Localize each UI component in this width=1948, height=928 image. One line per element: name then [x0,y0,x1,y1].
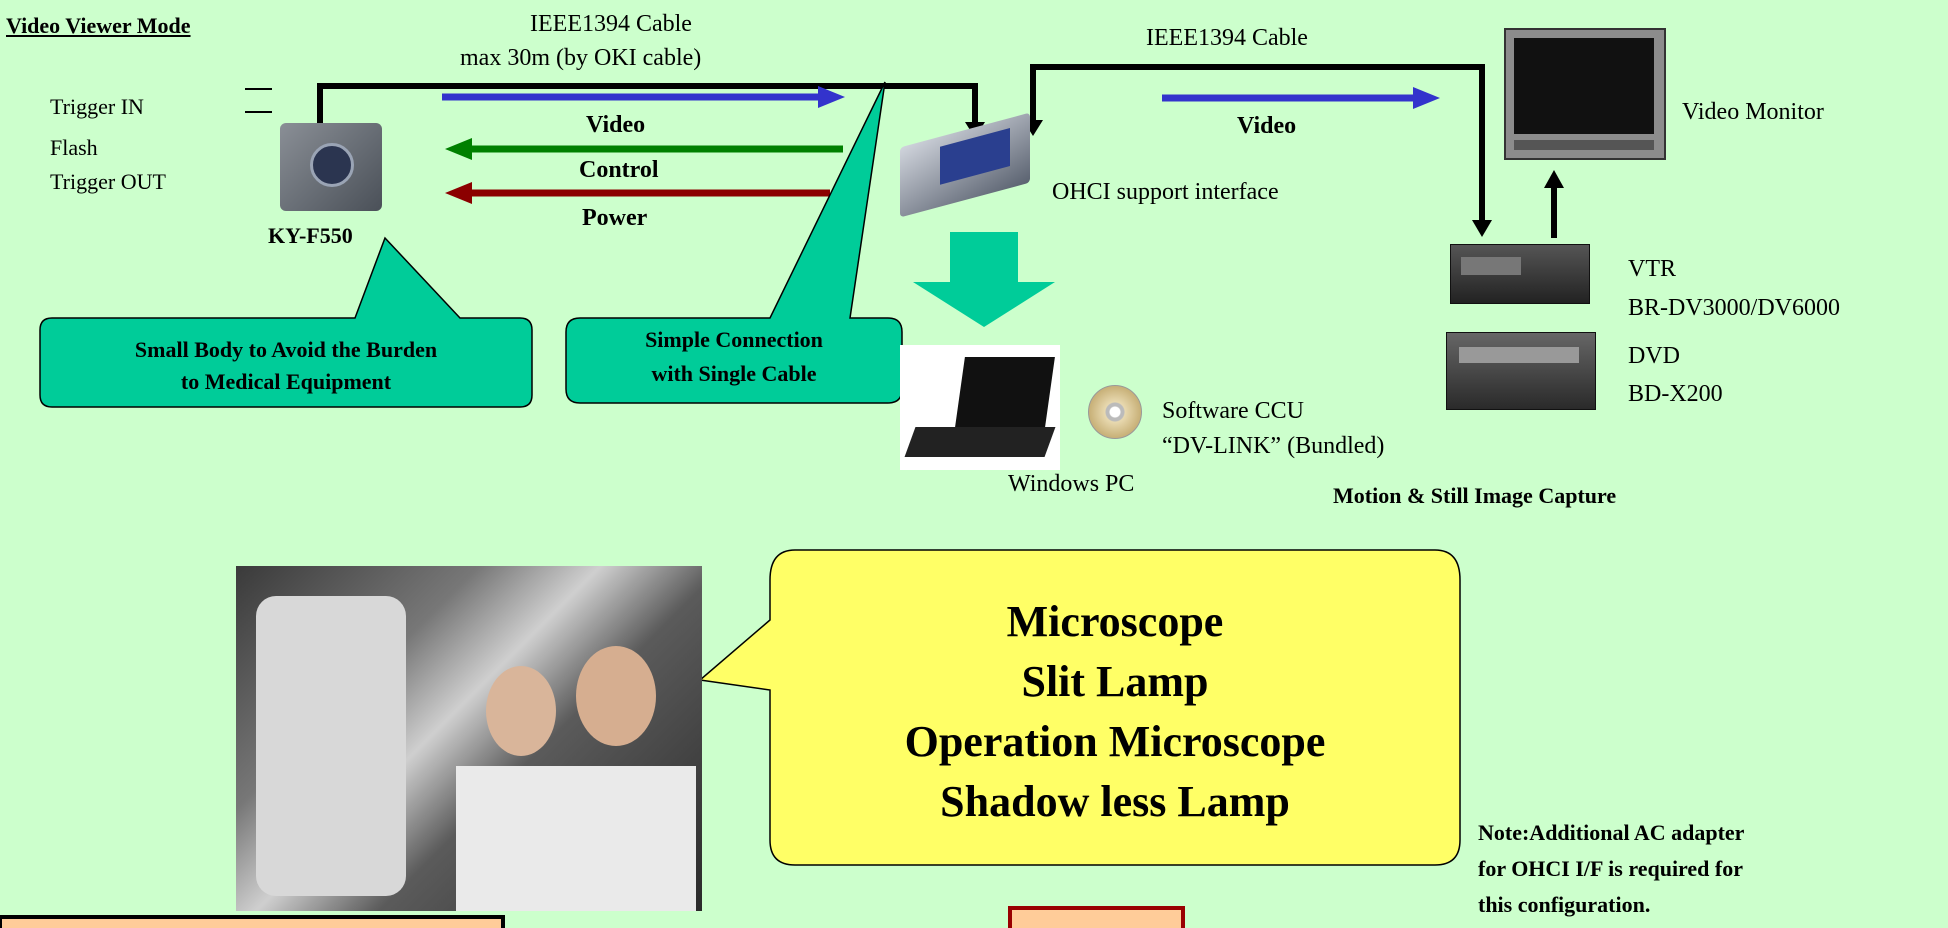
video-arrowhead [818,86,845,108]
dvd-tray-icon [1459,347,1579,363]
windows-pc-label: Windows PC [1008,471,1135,497]
camera-model-label: KY-F550 [268,223,353,248]
vtr-to-monitor-arrowhead [1544,170,1564,188]
dvd-label-line2: BD-X200 [1628,381,1723,407]
vtr-label-line1: VTR [1628,256,1676,282]
callout-simple-text: Simple Connection with Single Cable [566,323,902,391]
doctor-coat-icon [456,766,696,911]
applications-text: Microscope Slit Lamp Operation Microscop… [790,592,1440,832]
callout-simple-line2: with Single Cable [651,361,817,386]
down-to-pc-arrow [913,232,1055,327]
callout-small-body-line1: Small Body to Avoid the Burden [134,337,438,362]
ohci-interface-label: OHCI support interface [1052,179,1279,205]
vtr-label-line2: BR-DV3000/DV6000 [1628,295,1841,321]
camera-lens-icon [310,143,354,187]
ohci-card-label-icon [940,127,1010,185]
vtr-image [1450,244,1590,304]
vtr-panel-icon [1461,257,1521,275]
note-line3: this configuration. [1478,892,1651,917]
software-ccu-line1: Software CCU [1162,398,1304,424]
capture-label: Motion & Still Image Capture [1333,483,1617,508]
bottom-left-box [0,915,505,928]
signal-video-label: Video [586,112,646,138]
cable2-arrowhead-down [1472,220,1492,237]
video2-arrowhead [1413,87,1440,109]
signal-power-label: Power [582,205,648,231]
callout-applications-shape [698,549,1461,866]
monitor-controls-icon [1514,140,1654,150]
control-arrowhead [445,138,472,160]
camera-image [280,123,382,211]
trigger-out-label: Trigger OUT [50,169,166,194]
note-line1: Note:Additional AC adapter [1478,820,1745,845]
dvd-image [1446,332,1596,410]
callout-simple-line1: Simple Connection [645,327,823,352]
video-monitor-image [1504,28,1666,160]
dvd-label-line1: DVD [1628,343,1680,369]
callout-small-body-text: Small Body to Avoid the Burden to Medica… [40,334,532,398]
trigger-in-label: Trigger IN [50,94,144,119]
note-text: Note:Additional AC adapter for OHCI I/F … [1478,815,1744,923]
callout-small-body-line2: to Medical Equipment [180,369,392,394]
cd-icon [1088,385,1142,439]
microscope-body-icon [256,596,406,896]
application-microscope: Microscope [1006,597,1224,646]
power-arrowhead [445,182,472,204]
software-ccu-line2: “DV-LINK” (Bundled) [1162,433,1385,459]
laptop-image [900,345,1060,470]
cable2-video-label: Video [1237,113,1297,139]
callout-simple-shape [565,81,903,404]
flash-label: Flash [50,135,98,160]
signal-control-label: Control [579,157,659,183]
note-line2: for OHCI I/F is required for [1478,856,1744,881]
callout-small-body-shape [39,236,533,408]
doctor-head-icon-2 [576,646,656,746]
cable1-line [317,83,978,130]
video-monitor-label: Video Monitor [1682,99,1824,125]
bottom-center-box [1008,906,1185,928]
laptop-screen-icon [955,357,1055,427]
microscope-photo [236,566,702,911]
laptop-base-icon [904,427,1056,457]
cable1-label-line1: IEEE1394 Cable [530,11,692,37]
application-operation-microscope: Operation Microscope [904,717,1326,766]
cable2-label: IEEE1394 Cable [1146,25,1308,51]
cable2-line [1030,64,1485,222]
doctor-head-icon-1 [486,666,556,756]
monitor-screen-icon [1514,38,1654,134]
cable1-label-line2: max 30m (by OKI cable) [460,45,702,71]
page-title: Video Viewer Mode [6,13,191,38]
application-shadowless-lamp: Shadow less Lamp [940,777,1290,826]
application-slit-lamp: Slit Lamp [1021,657,1209,706]
